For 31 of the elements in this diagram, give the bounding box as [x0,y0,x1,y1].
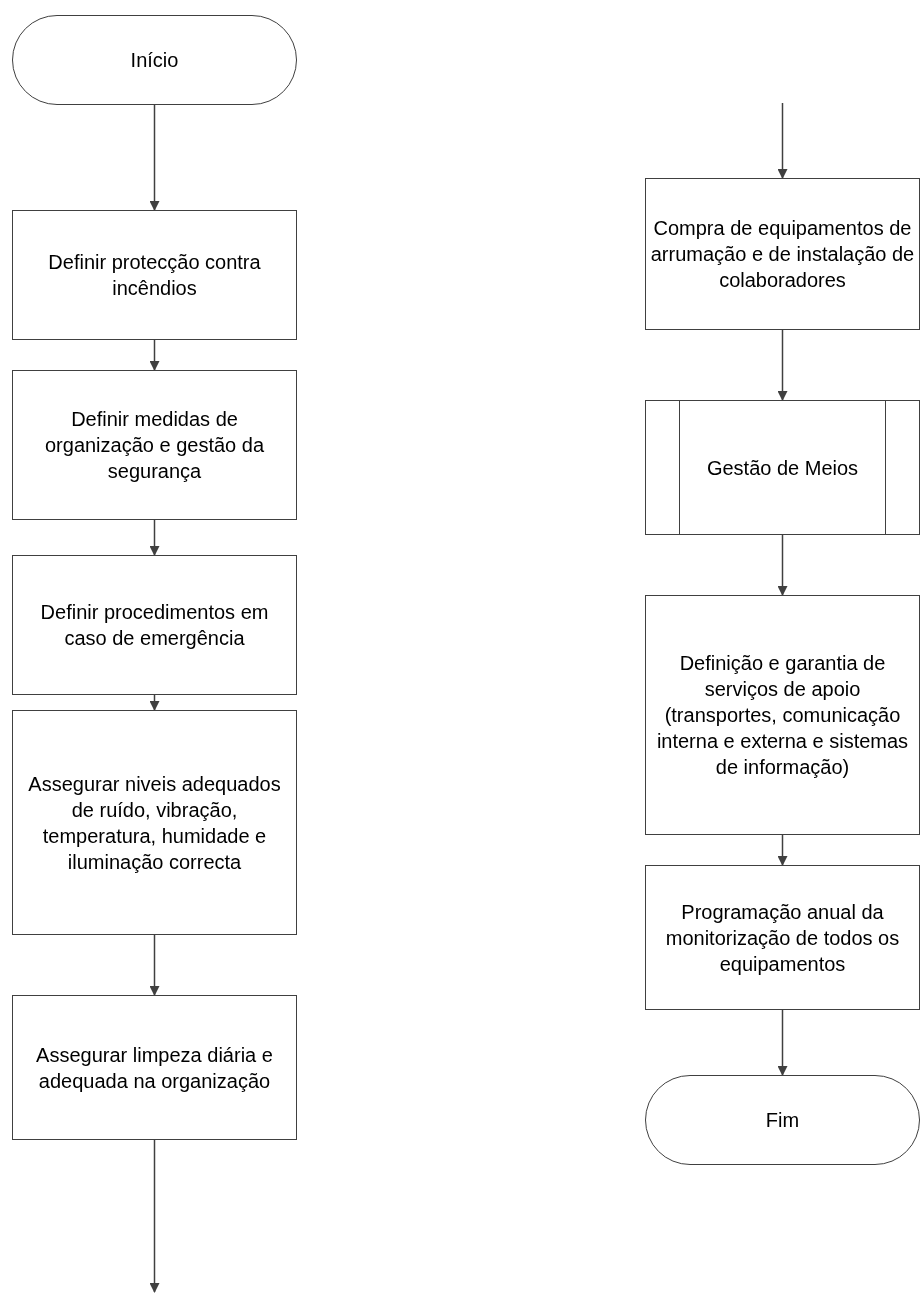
node-text: Gestão de Meios [706,455,859,481]
arrow [149,1139,160,1293]
node-text: Fim [765,1108,800,1133]
node-text: Definir medidas de organização e gestão da segurança [43,407,266,484]
arrow [149,934,160,996]
node-text: Assegurar limpeza diária e adequada na organização [35,1042,274,1094]
arrow [149,104,160,211]
process-box [12,370,297,520]
process-box [12,710,297,935]
node-text: Definir procedimentos em caso de emergência [39,600,270,651]
node-text: Compra de equipamentos de arrumação e de instalação de colaboradores [650,216,915,293]
process-box [645,595,920,835]
process-box [12,995,297,1140]
node-text: Programação anual da monitorização de todos os equipamentos [664,899,901,977]
process-box [645,178,920,330]
node-text: Definição e garantia de serviços de apoio (transportes, comunicação interna e externa e sistemas de informação) [655,651,910,780]
node-text: Início [130,48,179,73]
arrow [149,339,160,371]
arrow [149,519,160,556]
arrow [149,694,160,711]
process-box [12,210,297,340]
arrow [777,102,788,179]
process-box [12,555,297,695]
predefined-process-box [645,400,920,535]
node-text: Definir protecção contra incêndios [47,250,262,301]
arrow [777,834,788,866]
process-box [645,865,920,1010]
arrow [777,329,788,401]
arrow [777,1009,788,1076]
node-text: Assegurar niveis adequados de ruído, vibração, temperatura, humidade e iluminação correcta [27,771,282,875]
arrow [777,534,788,596]
